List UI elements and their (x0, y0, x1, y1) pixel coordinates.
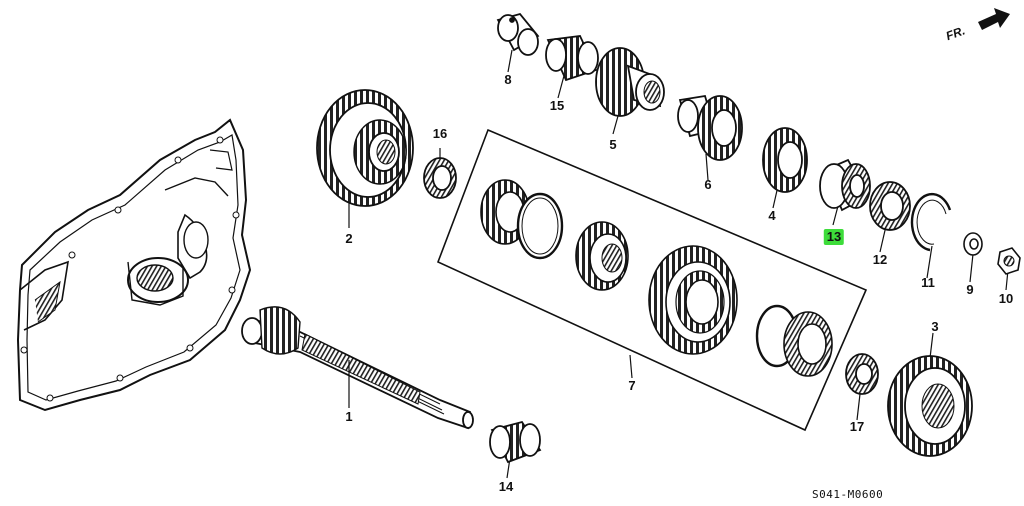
bushing-part-8 (496, 12, 540, 56)
leader-lines (348, 49, 1009, 479)
transmission-case (16, 118, 252, 412)
part-label-10[interactable]: 10 (998, 291, 1014, 306)
bearing-part-13 (819, 158, 871, 212)
part-label-13-highlighted[interactable]: 13 (823, 229, 845, 245)
nut-part-10 (997, 247, 1021, 275)
gear-part-4 (762, 127, 808, 193)
needle-bearing-part-15 (545, 35, 599, 82)
front-direction-arrow-icon (978, 8, 1010, 30)
part-label-14[interactable]: 14 (498, 479, 514, 494)
snap-ring-part-11 (910, 192, 952, 252)
gear-part-2 (316, 89, 414, 207)
bearing-part-12 (869, 181, 911, 231)
gear-part-3 (887, 355, 973, 457)
gear-part-5 (595, 47, 665, 117)
gear-part-6 (677, 94, 743, 161)
assembly-7-bracket (436, 128, 868, 432)
bearing-part-17 (845, 353, 879, 395)
part-label-1[interactable]: 1 (345, 409, 353, 424)
needle-bearing-part-14 (489, 420, 542, 464)
part-label-6[interactable]: 6 (704, 177, 712, 192)
drawing-code: S041-M0600 (812, 488, 884, 501)
washer-part-9 (963, 232, 983, 256)
mainshaft (241, 306, 474, 430)
part-label-2[interactable]: 2 (345, 231, 353, 246)
part-label-17[interactable]: 17 (849, 419, 865, 434)
synchro-assembly-7 (480, 179, 833, 377)
part-label-5[interactable]: 5 (609, 137, 617, 152)
part-label-4[interactable]: 4 (768, 208, 776, 223)
bearing-part-16 (423, 157, 457, 199)
part-label-8[interactable]: 8 (504, 72, 512, 87)
part-label-16[interactable]: 16 (432, 126, 448, 141)
part-label-11[interactable]: 11 (921, 275, 935, 290)
part-label-15[interactable]: 15 (549, 98, 565, 113)
part-label-7[interactable]: 7 (628, 378, 636, 393)
part-label-9[interactable]: 9 (966, 282, 974, 297)
part-label-3[interactable]: 3 (931, 319, 939, 334)
part-label-12[interactable]: 12 (872, 252, 888, 267)
